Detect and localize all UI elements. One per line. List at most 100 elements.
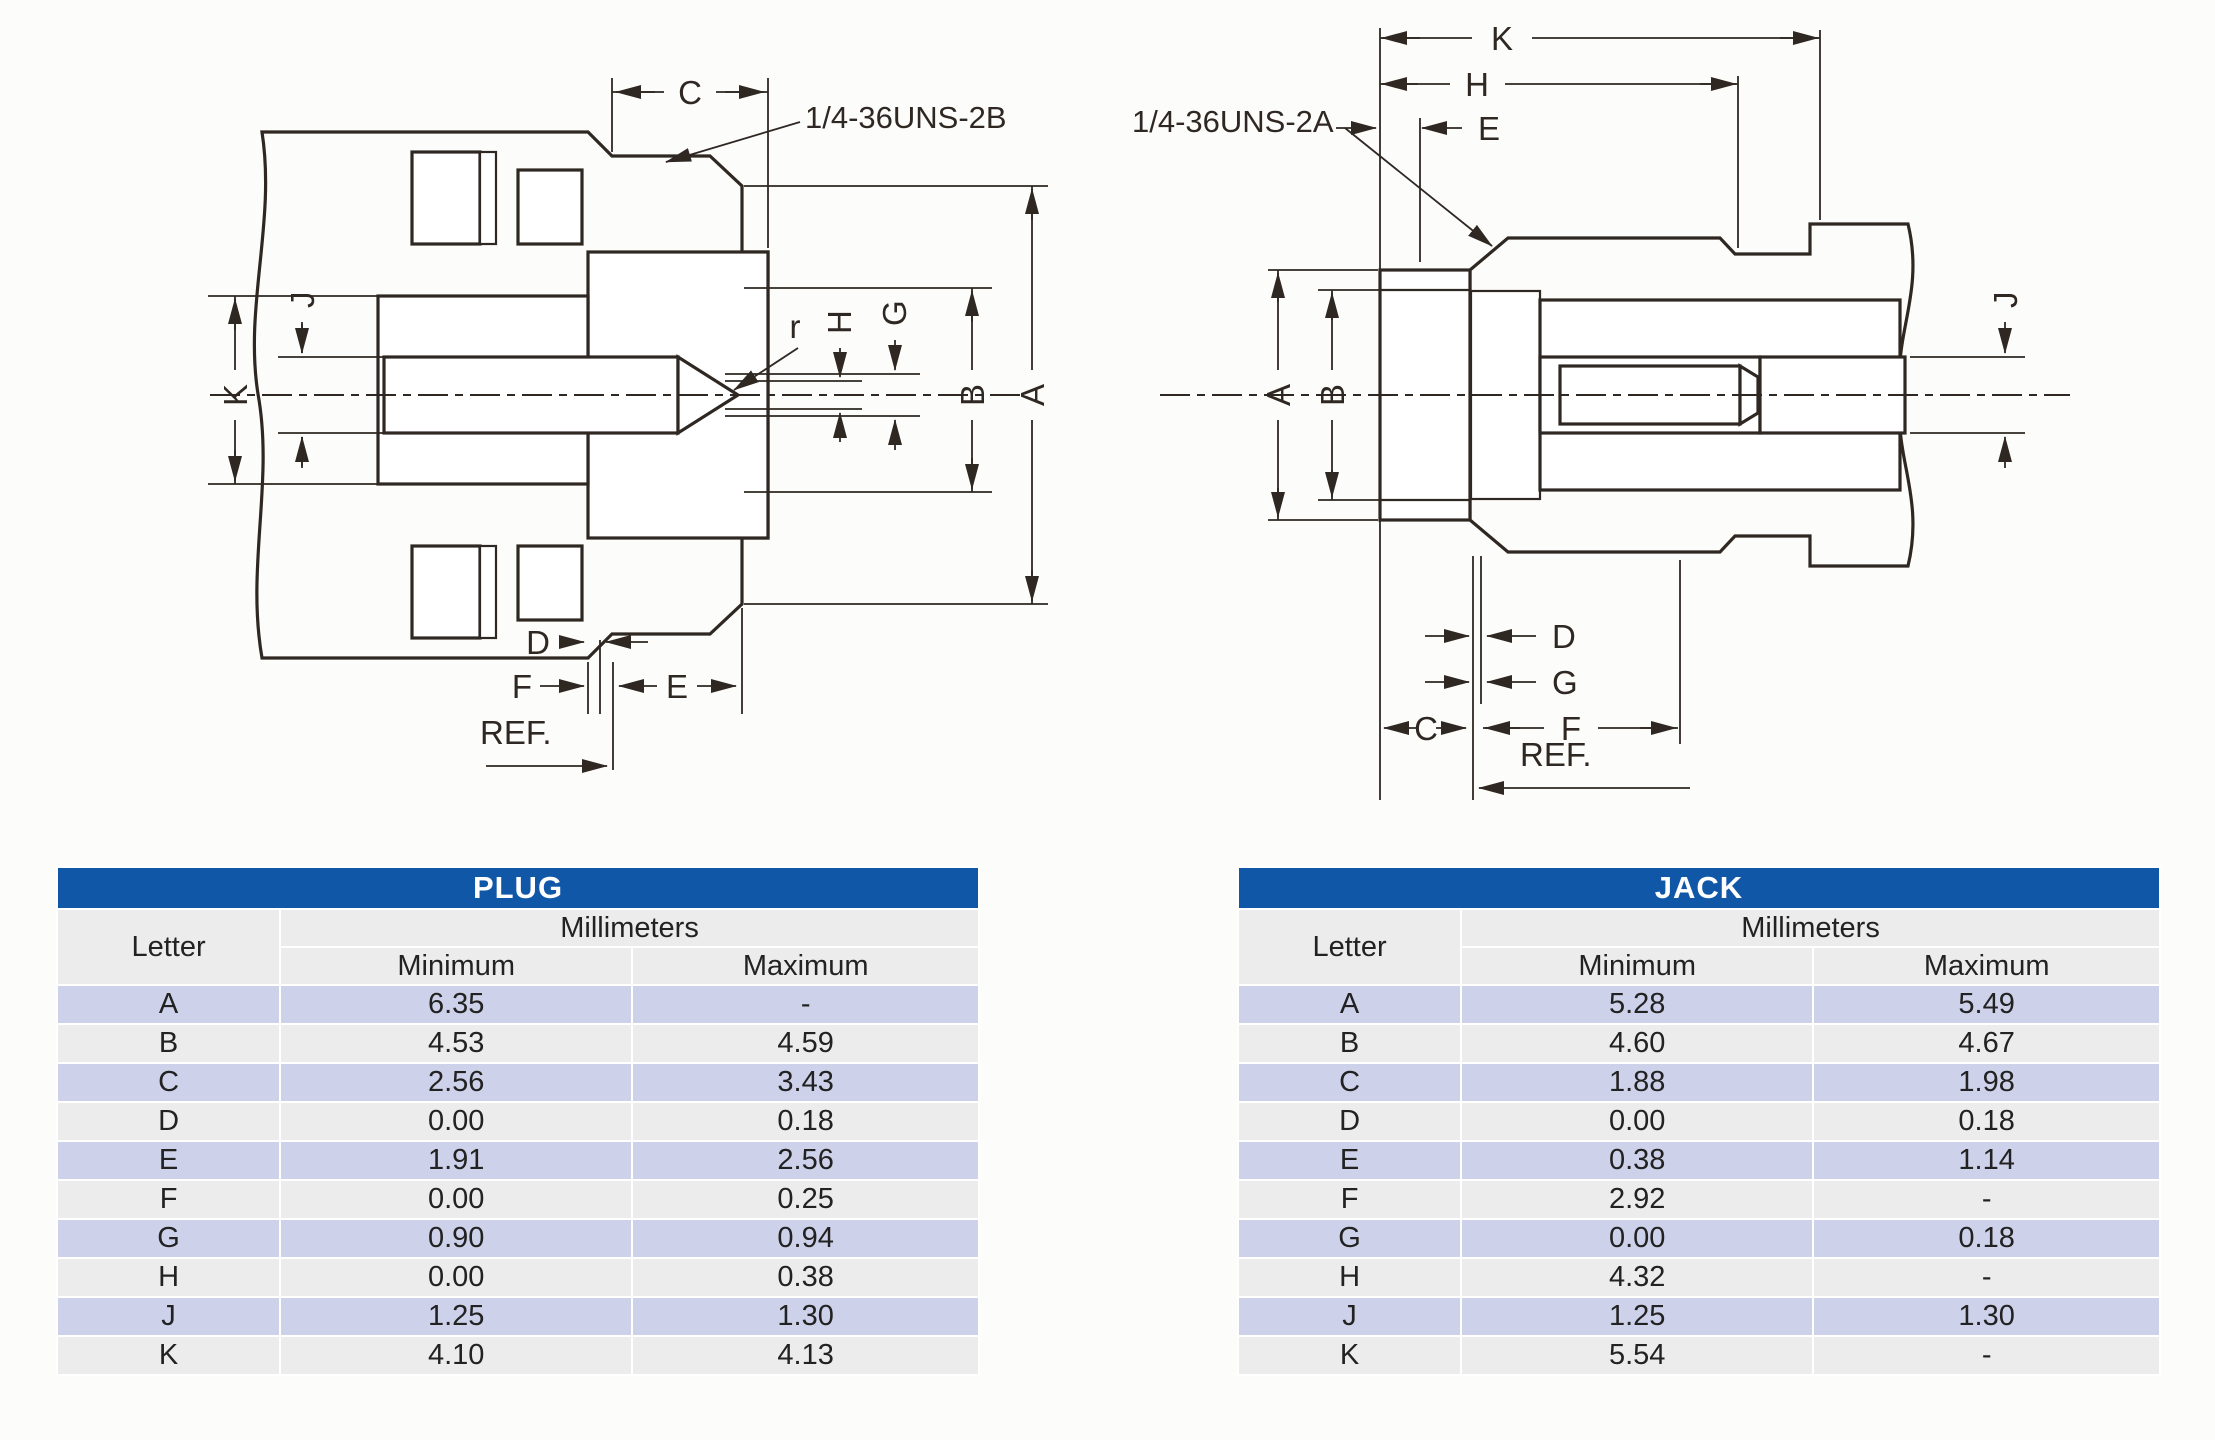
row-letter: F — [55, 1179, 282, 1220]
row-min: 0.00 — [279, 1257, 634, 1298]
plug-dim-h: H — [821, 310, 858, 442]
jack-extension-lines — [1268, 30, 2025, 800]
plug-dim-e: E — [618, 668, 737, 705]
jack-dim-label-c: C — [1414, 710, 1438, 747]
plug-col-max: Maximum — [631, 946, 980, 986]
jack-dim-label-e: E — [1478, 110, 1500, 147]
row-min: 1.91 — [279, 1140, 634, 1181]
row-max: - — [1812, 1335, 2161, 1376]
jack-dim-label-j: J — [1987, 292, 2024, 309]
row-max: 0.18 — [631, 1101, 980, 1142]
row-letter: D — [55, 1101, 282, 1142]
row-letter: B — [1236, 1023, 1463, 1064]
row-letter: A — [55, 984, 282, 1025]
plug-dim-r: r — [733, 308, 801, 391]
row-min: 0.00 — [279, 1179, 634, 1220]
row-min: 5.54 — [1460, 1335, 1815, 1376]
plug-dim-k: K — [217, 296, 254, 484]
jack-col-letter: Letter — [1236, 908, 1463, 986]
jack-table-title: JACK — [1237, 866, 2161, 910]
row-max: 5.49 — [1812, 984, 2161, 1025]
row-max: - — [1812, 1257, 2161, 1298]
jack-drawing: K H E 1/4-36UNS-2A A — [1132, 20, 2070, 800]
row-letter: F — [1236, 1179, 1463, 1220]
plug-dim-label-d: D — [526, 624, 550, 661]
row-letter: H — [55, 1257, 282, 1298]
plug-dim-d: D — [526, 624, 648, 661]
row-letter: H — [1236, 1257, 1463, 1298]
row-min: 2.92 — [1460, 1179, 1815, 1220]
plug-dim-label-a: A — [1014, 384, 1051, 406]
plug-thread-label: 1/4-36UNS-2B — [805, 100, 1007, 135]
jack-dim-d: D — [1425, 618, 1576, 655]
jack-dim-h: H — [1380, 66, 1738, 103]
row-max: 1.30 — [631, 1296, 980, 1337]
row-letter: B — [55, 1023, 282, 1064]
row-min: 1.25 — [1460, 1296, 1815, 1337]
row-min: 4.60 — [1460, 1023, 1815, 1064]
row-max: 0.94 — [631, 1218, 980, 1259]
row-min: 6.35 — [279, 984, 634, 1025]
jack-dim-j: J — [1987, 292, 2024, 468]
jack-dim-label-h: H — [1465, 66, 1489, 103]
jack-dim-g: G — [1425, 664, 1578, 701]
jack-col-group: Millimeters — [1460, 908, 2161, 948]
jack-thread-callout: 1/4-36UNS-2A — [1132, 104, 1493, 247]
row-letter: C — [55, 1062, 282, 1103]
row-min: 4.53 — [279, 1023, 634, 1064]
row-max: 1.98 — [1812, 1062, 2161, 1103]
jack-dim-e: E — [1336, 110, 1500, 147]
row-letter: D — [1236, 1101, 1463, 1142]
plug-dim-label-f: F — [512, 668, 532, 705]
row-min: 4.10 — [279, 1335, 634, 1376]
jack-thread-label: 1/4-36UNS-2A — [1132, 104, 1334, 139]
jack-dim-b: B — [1314, 290, 1351, 500]
plug-dim-j: J — [284, 292, 321, 468]
row-letter: K — [1236, 1335, 1463, 1376]
row-max: - — [1812, 1179, 2161, 1220]
row-letter: E — [1236, 1140, 1463, 1181]
plug-table: PLUG Letter Millimeters Minimum Maximum … — [55, 866, 980, 1376]
row-min: 2.56 — [279, 1062, 634, 1103]
row-min: 5.28 — [1460, 984, 1815, 1025]
row-max: 1.14 — [1812, 1140, 2161, 1181]
row-letter: G — [55, 1218, 282, 1259]
plug-dim-label-h: H — [821, 310, 858, 334]
row-max: 4.59 — [631, 1023, 980, 1064]
jack-dim-a: A — [1260, 270, 1297, 520]
row-max: 1.30 — [1812, 1296, 2161, 1337]
plug-dim-f: F — [512, 668, 585, 705]
row-max: 4.13 — [631, 1335, 980, 1376]
row-min: 1.88 — [1460, 1062, 1815, 1103]
jack-dim-label-ref: REF. — [1520, 736, 1592, 773]
row-letter: A — [1236, 984, 1463, 1025]
plug-dim-label-b: B — [954, 384, 991, 406]
plug-extension-lines — [208, 78, 1048, 770]
row-min: 0.38 — [1460, 1140, 1815, 1181]
row-max: 2.56 — [631, 1140, 980, 1181]
row-max: - — [631, 984, 980, 1025]
jack-dim-label-g: G — [1552, 664, 1578, 701]
plug-dim-label-j: J — [284, 292, 321, 309]
plug-dim-label-g: G — [876, 300, 913, 326]
row-letter: J — [55, 1296, 282, 1337]
jack-col-min: Minimum — [1460, 946, 1815, 986]
row-letter: K — [55, 1335, 282, 1376]
row-letter: E — [55, 1140, 282, 1181]
jack-dim-ref: REF. — [1478, 736, 1690, 795]
jack-dim-label-k: K — [1491, 20, 1513, 57]
jack-table: JACK Letter Millimeters Minimum Maximum … — [1236, 866, 2161, 1376]
row-min: 0.00 — [1460, 1101, 1815, 1142]
